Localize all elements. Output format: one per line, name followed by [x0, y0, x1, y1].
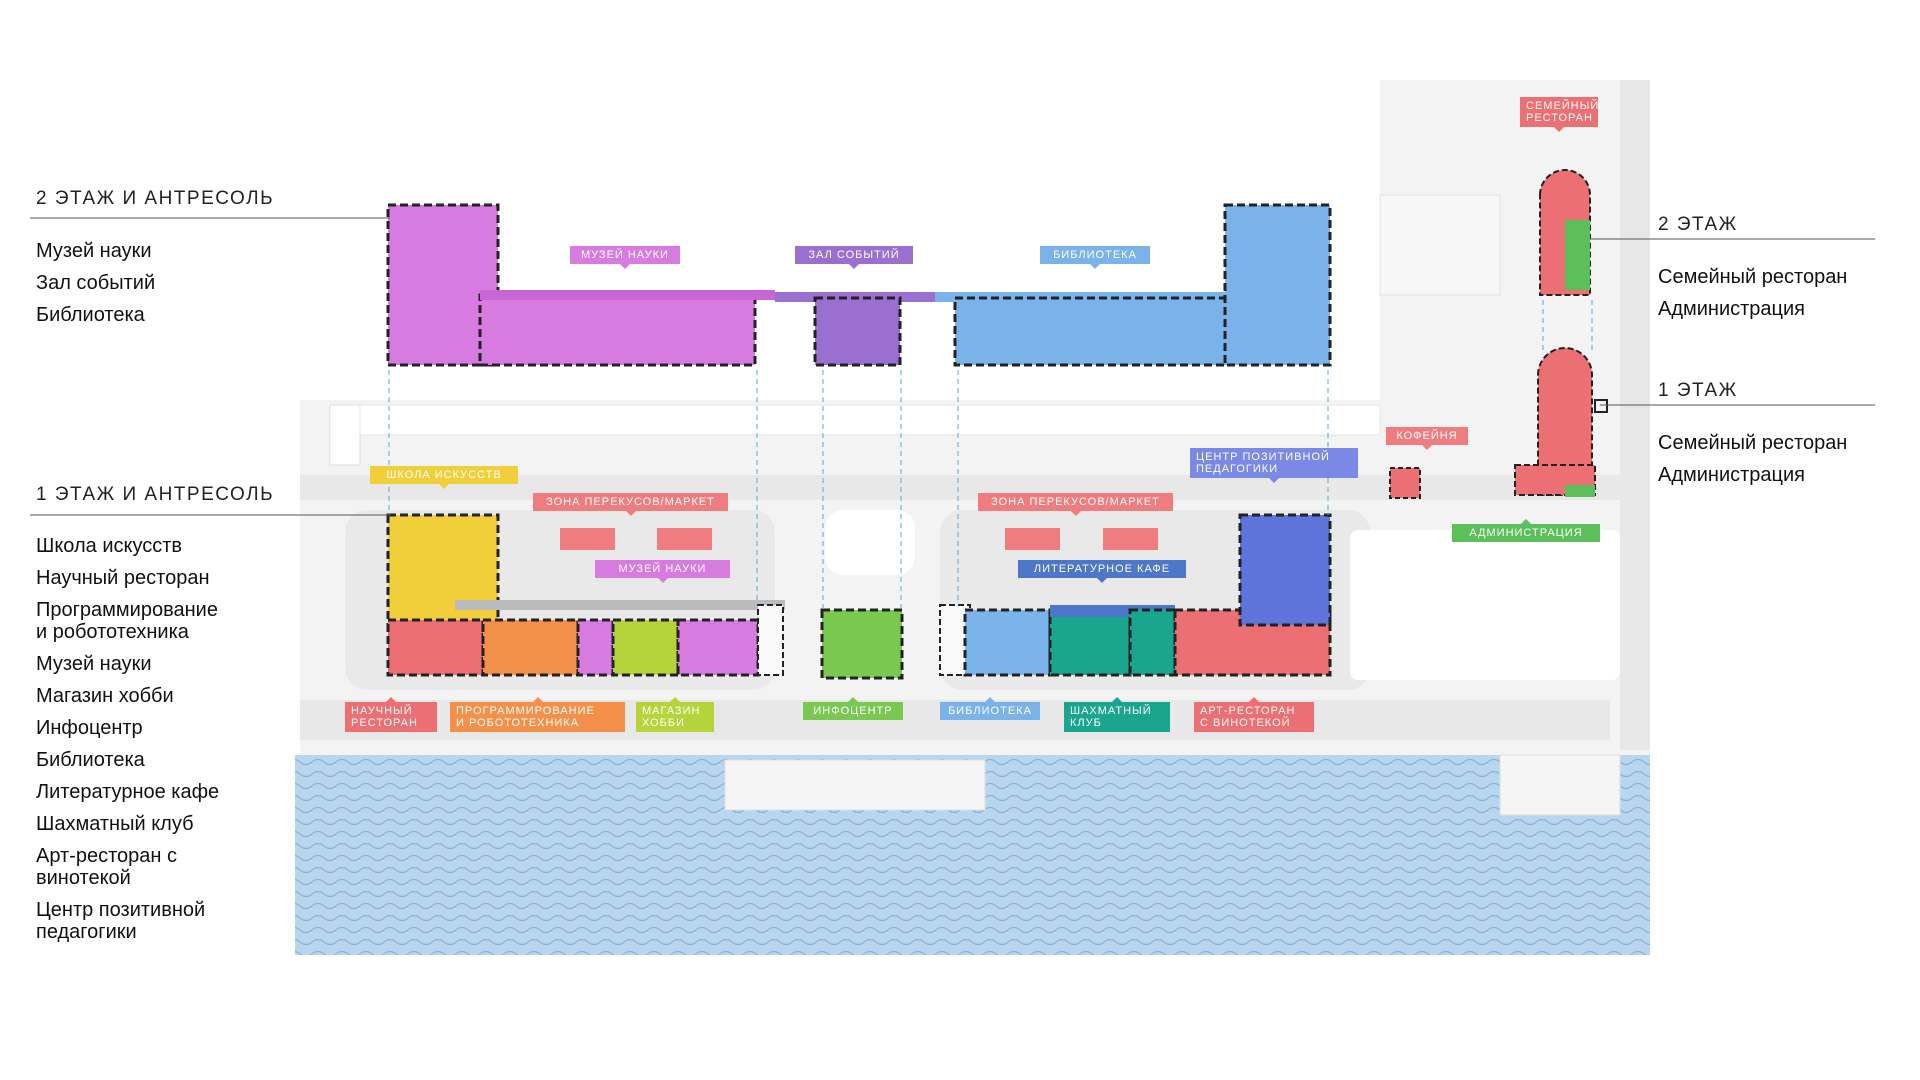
- legend-item: Зал событий: [36, 272, 156, 294]
- tag-snack-zone-left: ЗОНА ПЕРЕКУСОВ/МАРКЕТ: [533, 493, 728, 516]
- legend-item: Библиотека: [36, 304, 145, 326]
- legend-item: Программирование и робототехника: [36, 599, 218, 643]
- tag-snack-zone-right: ЗОНА ПЕРЕКУСОВ/МАРКЕТ: [978, 493, 1173, 516]
- legend-item: Арт-ресторан с винотекой: [36, 845, 177, 889]
- legend-item: Магазин хобби: [36, 685, 174, 707]
- tag-library-bottom: БИБЛИОТЕКА: [940, 697, 1040, 720]
- legend-item: Библиотека: [36, 749, 145, 771]
- legend-item: Центр позитивной педагогики: [36, 899, 206, 943]
- tag-literary-cafe: ЛИТЕРАТУРНОЕ КАФЕ: [1018, 560, 1186, 583]
- floor2-buildings: [386, 203, 1332, 367]
- legend-item: Музей науки: [36, 653, 152, 675]
- pier-right: [1499, 754, 1621, 816]
- legend-item: Инфоцентр: [36, 717, 143, 739]
- tag-art-school: ШКОЛА ИСКУССТВ: [370, 466, 518, 489]
- legend-right-floor2-heading: 2 ЭТАЖ: [1658, 214, 1738, 235]
- tag-art-restaurant: АРТ-РЕСТОРАН С ВИНОТЕКОЙ: [1194, 697, 1314, 732]
- tag-museum-bottom: МУЗЕЙ НАУКИ: [595, 560, 730, 583]
- tag-hobby-shop: МАГАЗИН ХОББИ: [636, 697, 714, 732]
- legend-item: Литературное кафе: [36, 781, 220, 803]
- floor1-buildings: [386, 467, 1421, 680]
- tag-coffee: КОФЕЙНЯ: [1386, 427, 1468, 450]
- tag-library-top: БИБЛИОТЕКА: [1040, 246, 1150, 269]
- legend-item: Администрация: [1658, 464, 1806, 486]
- tag-science-restaurant: НАУЧНЫЙ РЕСТОРАН: [345, 697, 437, 732]
- legend-item: Музей науки: [36, 240, 152, 262]
- tag-positive-pedagogy: ЦЕНТР ПОЗИТИВНОЙ ПЕДАГОГИКИ: [1190, 448, 1358, 483]
- family-restaurant-building: [1514, 169, 1608, 497]
- floor-connector-lines: [388, 300, 1593, 610]
- legend-item: Семейный ресторан: [1658, 432, 1848, 454]
- tag-museum-top: МУЗЕЙ НАУКИ: [570, 246, 680, 269]
- tag-chess-club: ШАХМАТНЫЙ КЛУБ: [1064, 697, 1170, 732]
- tag-family-restaurant: СЕМЕЙНЫЙ РЕСТОРАН: [1520, 97, 1598, 132]
- tag-administration: АДМИНИСТРАЦИЯ: [1452, 519, 1600, 542]
- tag-programming: ПРОГРАММИРОВАНИЕ И РОБОТОТЕХНИКА: [450, 697, 625, 732]
- tag-infocenter: ИНФОЦЕНТР: [803, 697, 903, 720]
- legend-item: Администрация: [1658, 298, 1806, 320]
- legend-item: Школа искусств: [36, 535, 183, 557]
- legend-item: Шахматный клуб: [36, 813, 194, 835]
- legend-right-floor1-heading: 1 ЭТАЖ: [1658, 380, 1738, 401]
- legend-item: Семейный ресторан: [1658, 266, 1848, 288]
- legend-item: Научный ресторан: [36, 567, 210, 589]
- pier: [724, 759, 986, 811]
- tag-events-hall: ЗАЛ СОБЫТИЙ: [795, 246, 913, 269]
- legend-floor2-heading: 2 ЭТАЖ И АНТРЕСОЛЬ: [36, 188, 275, 209]
- legend-floor1-heading: 1 ЭТАЖ И АНТРЕСОЛЬ: [36, 484, 275, 505]
